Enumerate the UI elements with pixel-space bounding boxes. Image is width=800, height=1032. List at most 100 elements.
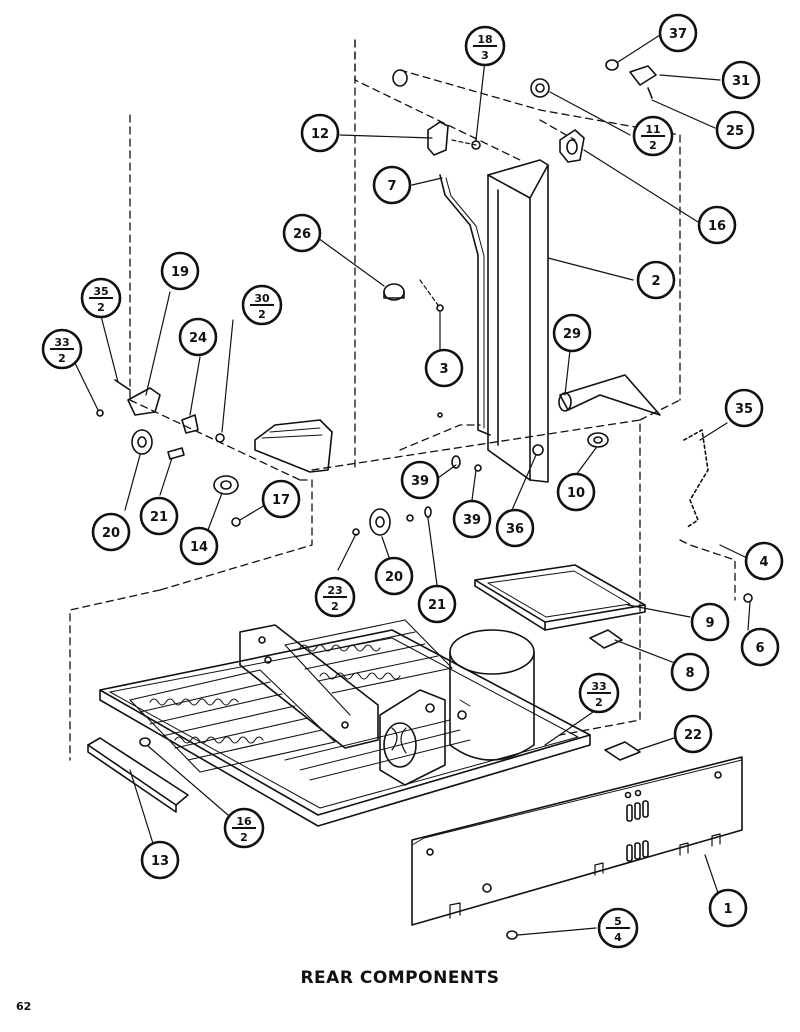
callout-21: 21 [139, 496, 179, 536]
callout-label: 13 [151, 854, 169, 869]
callout-circle [495, 508, 535, 548]
callout-label: 2 [651, 274, 660, 289]
fraction-denominator: 2 [97, 301, 105, 314]
callout-circle [140, 840, 180, 880]
grommet-part-10 [587, 432, 609, 448]
fraction-callout-33-2: 332 [578, 672, 620, 714]
callout-circle [91, 512, 131, 552]
screw-part-17 [231, 517, 241, 527]
pulley-part-20b [369, 508, 391, 536]
callout-label: 6 [755, 641, 764, 656]
screw-part-16 [139, 737, 151, 747]
grommet-part-11 [530, 78, 550, 98]
fraction-denominator: 2 [331, 600, 339, 613]
parts-illustration [69, 34, 753, 940]
callout-circle [721, 60, 761, 100]
callout-label: 39 [411, 474, 429, 489]
callout-circle [139, 496, 179, 536]
callout-label: 20 [385, 570, 403, 585]
callout-13: 13 [140, 840, 180, 880]
callout-circle [670, 652, 710, 692]
callout-label: 4 [759, 555, 768, 570]
callout-circle [673, 714, 713, 754]
fraction-denominator: 2 [240, 831, 248, 844]
fraction-numerator: 23 [327, 584, 342, 597]
callout-circle [556, 472, 596, 512]
callout-37: 37 [658, 13, 698, 53]
callout-circle [740, 627, 780, 667]
callout-label: 8 [685, 666, 694, 681]
clip-part-22 [604, 741, 641, 761]
callout-12: 12 [300, 113, 340, 153]
callout-circle [724, 388, 764, 428]
channel-part-2 [487, 159, 549, 483]
callout-circle [715, 110, 755, 150]
dashed-cabinet-outline [69, 39, 736, 761]
callout-circle [300, 113, 340, 153]
callout-circle [179, 526, 219, 566]
screw-part-3 [436, 304, 444, 312]
bracket-part-16 [559, 129, 585, 163]
callout-circle [178, 317, 218, 357]
callout-circle [400, 460, 440, 500]
grommet-part-14 [213, 475, 239, 495]
fraction-callout-35-2: 352 [80, 277, 122, 319]
callout-circle [261, 479, 301, 519]
callout-circle [636, 260, 676, 300]
fraction-denominator: 4 [614, 931, 622, 944]
callout-36: 36 [495, 508, 535, 548]
page-number: 62 [16, 1000, 32, 1013]
fraction-callout-5-4: 54 [597, 907, 639, 949]
callout-label: 12 [311, 127, 329, 142]
callout-label: 7 [387, 179, 396, 194]
back-panel-part-1 [411, 756, 743, 926]
callout-21: 21 [417, 584, 457, 624]
bracket-part-13 [87, 737, 189, 806]
callout-circle [374, 556, 414, 596]
screw-part-18 [471, 140, 481, 150]
fraction-numerator: 11 [645, 123, 660, 136]
callout-19: 19 [160, 251, 200, 291]
fraction-numerator: 5 [614, 915, 622, 928]
fraction-callout-30-2: 302 [241, 284, 283, 326]
callout-circle [282, 213, 322, 253]
callout-circle [744, 541, 784, 581]
callout-circle [452, 499, 492, 539]
fraction-numerator: 30 [254, 292, 270, 305]
clip-part-12 [427, 121, 449, 156]
callout-25: 25 [715, 110, 755, 150]
condenser-coils [129, 619, 453, 773]
callout-39: 39 [452, 499, 492, 539]
callout-39: 39 [400, 460, 440, 500]
callout-label: 21 [150, 510, 168, 525]
pulley-part-20 [131, 429, 153, 455]
compressor [449, 629, 535, 761]
callout-circle [690, 602, 730, 642]
callout-label: 39 [463, 513, 481, 528]
callout-4: 4 [744, 541, 784, 581]
callout-24: 24 [178, 317, 218, 357]
callout-label: 36 [506, 522, 524, 537]
washer-part-37 [605, 59, 619, 71]
callout-circle [552, 313, 592, 353]
callout-circle [708, 888, 748, 928]
fraction-numerator: 16 [236, 815, 252, 828]
fraction-callout-11-2: 112 [632, 115, 674, 157]
callout-label: 3 [439, 362, 448, 377]
callout-29: 29 [552, 313, 592, 353]
callout-label: 16 [708, 219, 726, 234]
callout-label: 1 [723, 902, 732, 917]
callout-6: 6 [740, 627, 780, 667]
screw-part-36 [532, 444, 544, 456]
callout-label: 26 [293, 227, 311, 242]
callout-label: 19 [171, 265, 189, 280]
divider-plate [239, 624, 379, 749]
callout-2: 2 [636, 260, 676, 300]
callout-35: 35 [724, 388, 764, 428]
fraction-denominator: 3 [481, 49, 489, 62]
callout-31: 31 [721, 60, 761, 100]
callout-label: 37 [669, 27, 687, 42]
fraction-callout-23-2: 232 [314, 576, 356, 618]
